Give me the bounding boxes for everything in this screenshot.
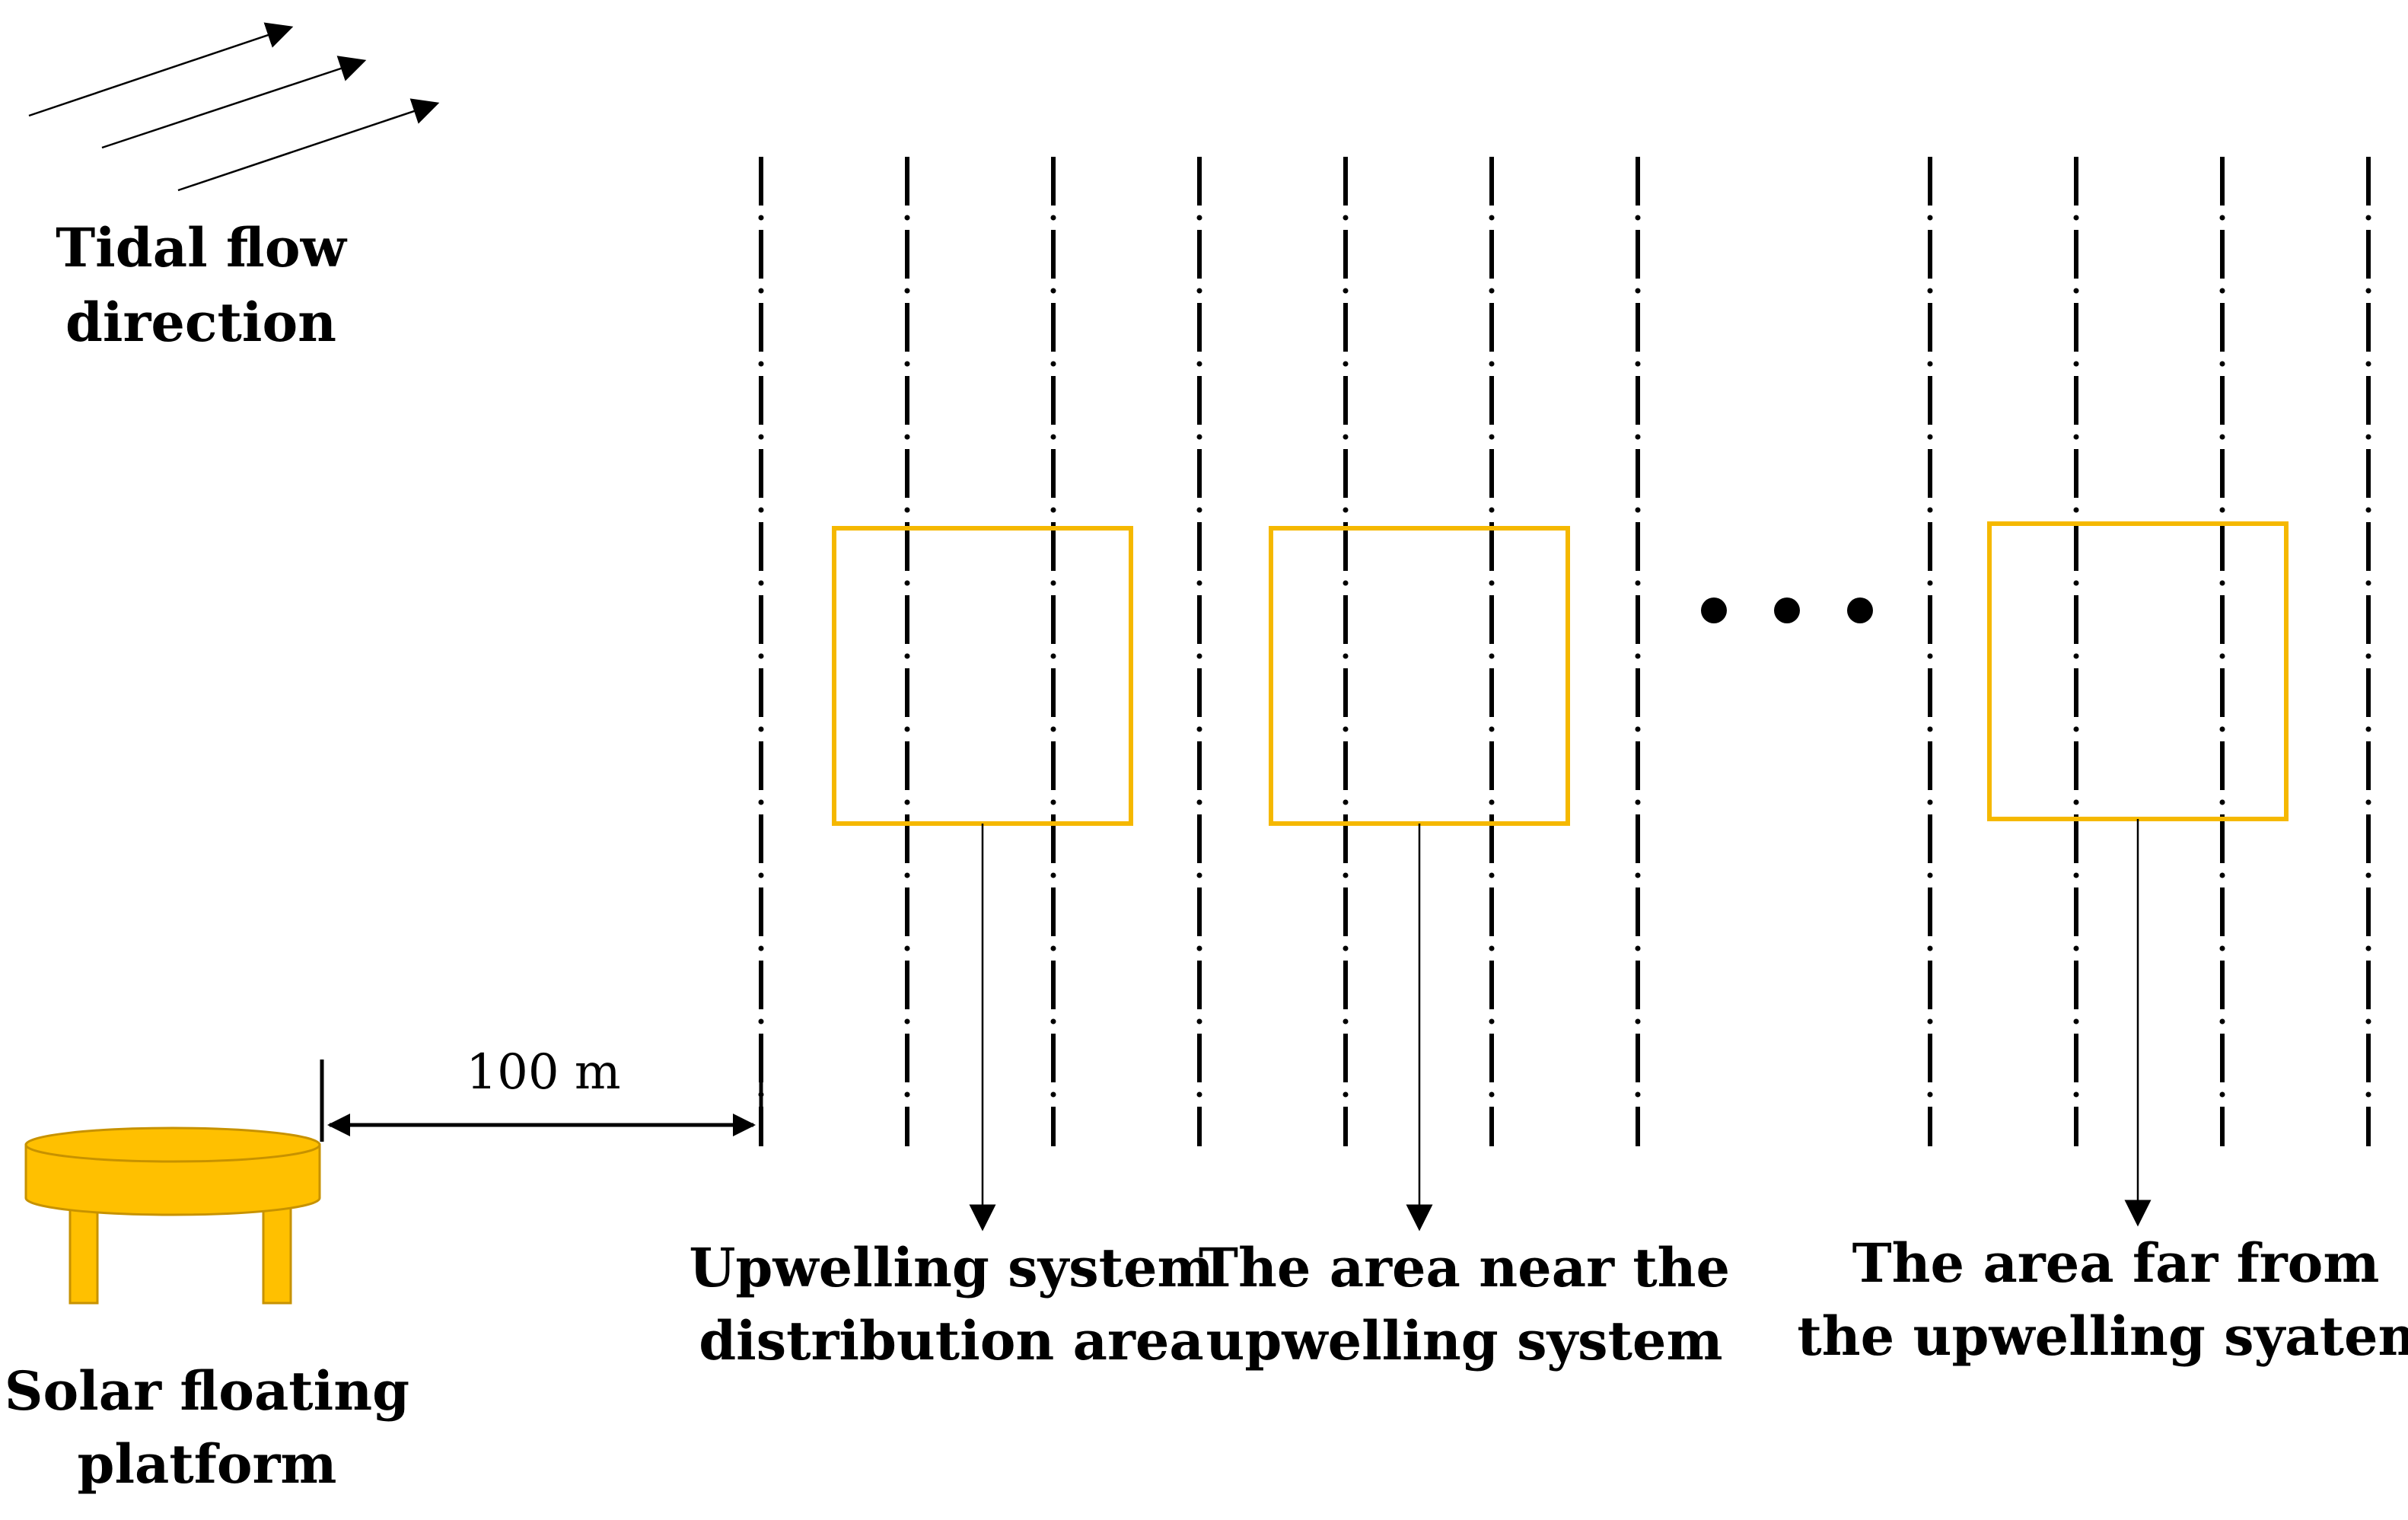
distance-label: 100 m bbox=[466, 1044, 620, 1101]
platform-top bbox=[24, 1126, 321, 1163]
tidal-flow-label-line1: Tidal flow bbox=[56, 216, 348, 279]
tidal-flow-arrow bbox=[177, 98, 440, 192]
area-label-distribution-line2: distribution area bbox=[699, 1309, 1204, 1372]
dash-dot-line bbox=[904, 157, 910, 1146]
dash-dot-line bbox=[1927, 157, 1933, 1146]
box-pointer-arrows bbox=[969, 819, 2152, 1232]
dash-dot-line bbox=[1635, 157, 1641, 1146]
tidal-flow-arrow bbox=[28, 22, 294, 117]
near-area-box bbox=[1269, 526, 1570, 826]
dash-dot-line bbox=[2219, 157, 2225, 1146]
dash-dot-lines bbox=[758, 157, 2371, 1146]
platform-leg-right bbox=[262, 1201, 292, 1305]
area-label-near-line2: upwelling system bbox=[1206, 1309, 1722, 1372]
area-label-near-line1: The area near the bbox=[1199, 1236, 1730, 1299]
dash-dot-line bbox=[1196, 157, 1202, 1146]
dash-dot-line bbox=[2365, 157, 2371, 1146]
ellipsis-dot bbox=[1847, 597, 1873, 623]
dash-dot-line bbox=[1343, 157, 1349, 1146]
ellipsis-dots bbox=[1701, 597, 1873, 623]
dash-dot-line bbox=[2073, 157, 2079, 1146]
ellipsis-dot bbox=[1701, 597, 1727, 623]
dash-dot-line bbox=[758, 157, 764, 1146]
dash-dot-line bbox=[1489, 157, 1495, 1146]
tidal-flow-arrow bbox=[101, 56, 367, 149]
tidal-flow-label-line2: direction bbox=[65, 291, 336, 354]
platform-leg-left bbox=[68, 1201, 99, 1305]
platform-label-line2: platform bbox=[78, 1432, 337, 1496]
tidal-flow-arrows bbox=[28, 22, 440, 192]
ellipsis-dot bbox=[1774, 597, 1800, 623]
area-label-far-line1: The area far from bbox=[1852, 1232, 2380, 1295]
platform-body bbox=[24, 1143, 321, 1216]
solar-platform-icon bbox=[24, 1126, 321, 1305]
upwelling-distribution-box bbox=[832, 526, 1133, 826]
far-area-box bbox=[1987, 521, 2289, 821]
area-label-distribution-line1: Upwelling system bbox=[689, 1236, 1213, 1299]
area-label-far-line2: the upwelling syatem bbox=[1797, 1305, 2408, 1368]
platform-label-line1: Solar floating bbox=[5, 1359, 409, 1423]
distance-dimension: 100 m bbox=[320, 1044, 763, 1142]
dash-dot-line bbox=[1050, 157, 1056, 1146]
